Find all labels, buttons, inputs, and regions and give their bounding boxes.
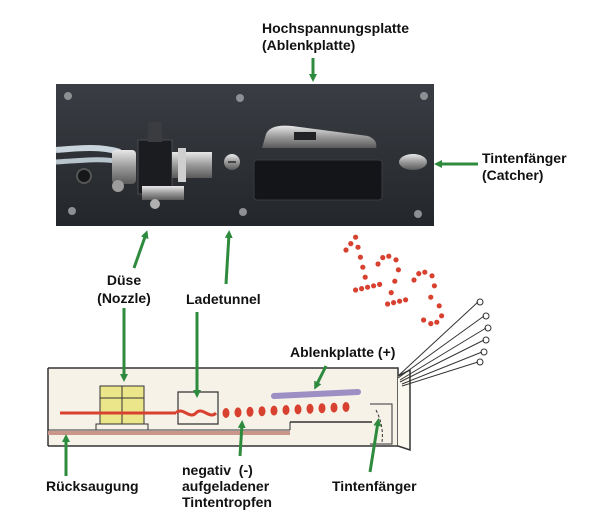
label-drops-1: negativ (-) [182, 462, 253, 478]
print-dot [421, 317, 427, 323]
printed-characters-123 [343, 234, 445, 327]
print-dot [375, 261, 381, 267]
label-hv-plate-2: (Ablenkplatte) [262, 37, 356, 53]
label-suction: Rücksaugung [46, 478, 139, 494]
schematic-drawing [47, 234, 492, 452]
label-nozzle-1: Düse [106, 272, 142, 288]
label-deflector-plus: Ablenkplatte (+) [290, 344, 396, 360]
ink-drop [318, 403, 326, 414]
arrow-catcher-bottom [368, 418, 382, 473]
print-dot [359, 286, 365, 292]
arrow-drops [237, 420, 246, 457]
print-dot [393, 257, 399, 263]
ink-drop [282, 405, 290, 415]
print-dot [391, 300, 397, 306]
print-dot [416, 271, 422, 277]
screw-icon [420, 92, 428, 100]
print-dot [380, 255, 386, 261]
label-nozzle-2: (Nozzle) [97, 290, 151, 306]
arrow-nozzle-up [132, 230, 149, 269]
ink-drop [342, 402, 350, 412]
print-dot [353, 234, 359, 240]
print-dot [403, 297, 409, 303]
label-catcher-bottom: Tintenfänger [332, 478, 417, 494]
arrow-deflector [314, 365, 328, 390]
screw-icon [236, 94, 244, 102]
label-catcher-top-1: Tintenfänger [482, 150, 567, 166]
print-dot [434, 319, 440, 325]
print-dot [360, 264, 366, 270]
screw-icon [64, 92, 72, 100]
print-dot [343, 247, 349, 253]
print-dot [388, 290, 394, 296]
print-dot [429, 273, 435, 279]
print-dot [357, 254, 363, 260]
print-dot [353, 287, 359, 293]
ink-drop [294, 404, 302, 415]
label-charge-tunnel: Ladetunnel [186, 291, 261, 307]
print-dot [348, 241, 354, 247]
print-dot [395, 267, 401, 273]
label-drops-2: aufgeladener [182, 478, 270, 494]
print-dot [355, 244, 361, 250]
print-dot [362, 274, 368, 280]
print-head-photo [55, 84, 434, 226]
label-hv-plate-1: Hochspannungsplatte [262, 20, 410, 36]
print-dot [392, 278, 398, 284]
print-dot [371, 283, 377, 289]
print-dot [428, 294, 434, 300]
print-dot [377, 281, 383, 287]
print-dot [385, 301, 391, 307]
ink-drop [330, 402, 338, 413]
print-dot [365, 284, 371, 290]
ink-drop [222, 408, 230, 418]
ink-drop [258, 406, 266, 417]
print-dot [428, 321, 434, 327]
screw-icon [68, 207, 76, 215]
arrows [62, 58, 478, 476]
arrow-tunnel-up [224, 230, 233, 285]
print-dot [411, 277, 417, 283]
print-dot [386, 253, 392, 259]
label-drops-3: Tintentropfen [182, 494, 272, 510]
ink-drop [234, 407, 242, 418]
ink-drops [222, 402, 350, 418]
screw-icon [414, 210, 422, 218]
ink-drop [306, 403, 314, 414]
print-dot [422, 269, 428, 275]
print-dot [431, 283, 437, 289]
deflector-plate-mark [271, 389, 361, 399]
print-dot [439, 313, 445, 319]
ink-drop [270, 405, 278, 416]
label-catcher-top-2: (Catcher) [482, 167, 544, 183]
screw-icon [239, 208, 247, 216]
ink-drop [246, 406, 254, 417]
print-dot [397, 298, 403, 304]
print-dot [436, 303, 442, 309]
